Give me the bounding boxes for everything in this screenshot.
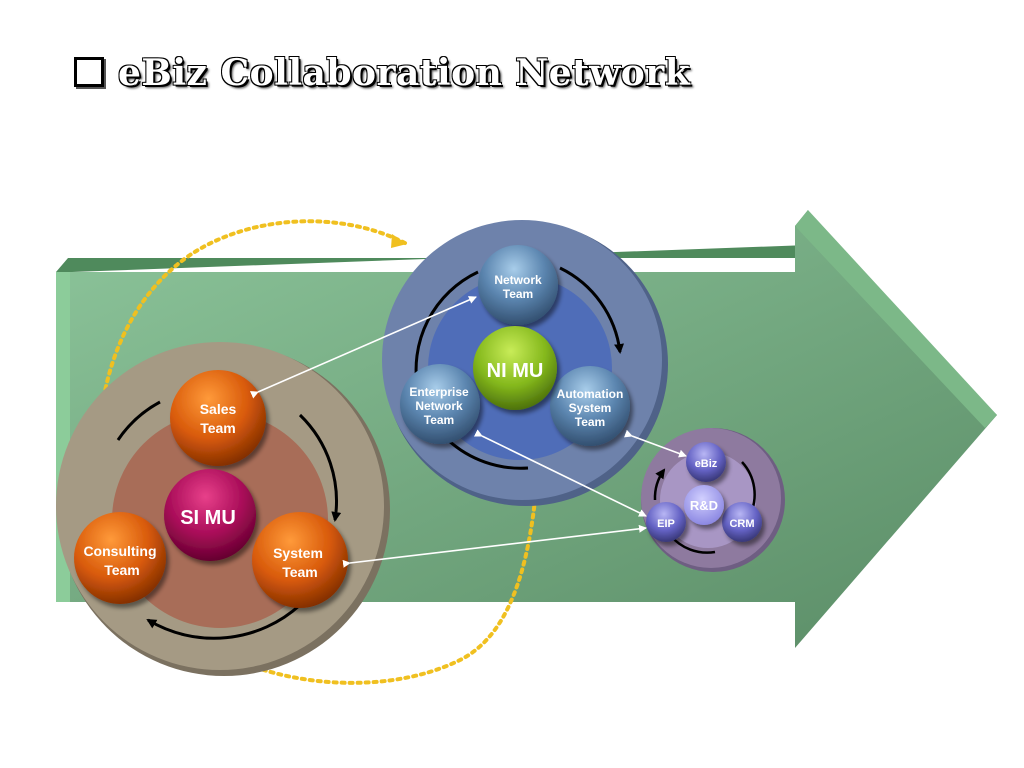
si-mu-center-node[interactable]: SI MU: [164, 469, 256, 561]
connector-automation-ebiz: [624, 429, 687, 458]
node-label: Enterprise: [409, 385, 469, 399]
crm-node[interactable]: CRM: [722, 502, 762, 542]
ni-mu-center-node[interactable]: NI MU: [473, 326, 557, 410]
automation-system-team-node[interactable]: Automation System Team: [550, 366, 630, 446]
connector-system-eip: [342, 524, 647, 568]
node-label: Consulting: [83, 543, 156, 559]
rd-cluster: eBiz EIP CRM R&D: [641, 428, 785, 572]
connector-sales-network: [249, 296, 477, 399]
node-label: Team: [575, 415, 605, 429]
ni-mu-cluster: Network Team Enterprise Network Team Aut…: [382, 220, 668, 506]
orbit-arrowhead-icon: [391, 234, 407, 248]
connectors: [249, 296, 687, 568]
node-label: Team: [200, 420, 236, 436]
sales-team-node[interactable]: Sales Team: [170, 370, 266, 466]
rd-center-node[interactable]: R&D: [684, 485, 724, 525]
title-text: eBiz Collaboration Network: [118, 52, 691, 94]
eip-node[interactable]: EIP: [646, 502, 686, 542]
system-team-node[interactable]: System Team: [252, 512, 348, 608]
node-label: System: [273, 545, 323, 561]
node-label: System: [569, 401, 612, 415]
node-label: Sales: [200, 401, 237, 417]
node-label: Network: [415, 399, 463, 413]
network-team-node[interactable]: Network Team: [478, 245, 558, 325]
node-label: EIP: [657, 518, 675, 530]
bullet-box-icon: [74, 57, 104, 87]
consulting-team-node[interactable]: Consulting Team: [74, 512, 166, 604]
center-label: SI MU: [180, 507, 236, 529]
center-label: NI MU: [487, 360, 544, 382]
enterprise-network-team-node[interactable]: Enterprise Network Team: [400, 364, 480, 444]
center-label: R&D: [690, 498, 718, 513]
node-label: Network: [494, 273, 542, 287]
page-title: eBiz Collaboration Network: [74, 52, 690, 94]
connector-enterprise-eip: [473, 429, 647, 517]
node-label: Automation: [557, 387, 624, 401]
node-label: Team: [282, 564, 318, 580]
node-label: Team: [424, 413, 454, 427]
dotted-orbit-arc: [97, 219, 537, 685]
node-label: Team: [503, 287, 533, 301]
node-label: Team: [104, 562, 140, 578]
si-mu-cluster: Sales Team Consulting Team System Team S…: [56, 342, 390, 676]
ebiz-node[interactable]: eBiz: [686, 442, 726, 482]
node-label: eBiz: [695, 458, 718, 470]
node-label: CRM: [729, 518, 754, 530]
